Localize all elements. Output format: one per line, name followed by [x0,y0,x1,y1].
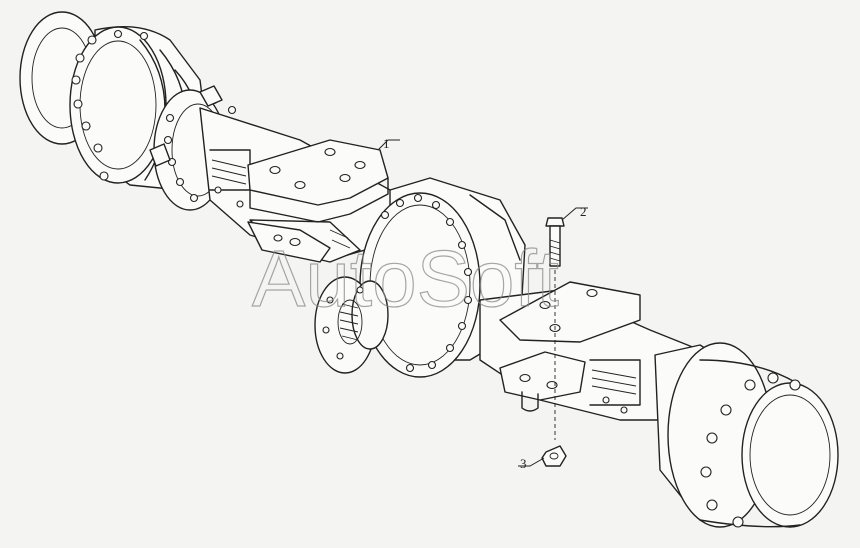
right-hub-studs [700,372,801,528]
bolt-part-2 [545,217,565,440]
callout-2: 2 [561,204,588,221]
right-wheel-hub [654,342,839,528]
lower-left-bracket [247,221,331,263]
callout-label-3: 3 [520,456,527,471]
right-bracket-lower [499,351,586,412]
mount-bracket-part-1 [247,139,389,223]
input-flange [314,276,389,374]
nut-part-3 [541,445,567,467]
watermark: AutoSoft [252,234,559,323]
right-bracket-upper [499,281,641,343]
callout-3: 3 [518,456,545,471]
callout-label-2: 2 [580,204,587,219]
callout-label-1: 1 [383,136,390,151]
callout-1: 1 [377,136,400,151]
